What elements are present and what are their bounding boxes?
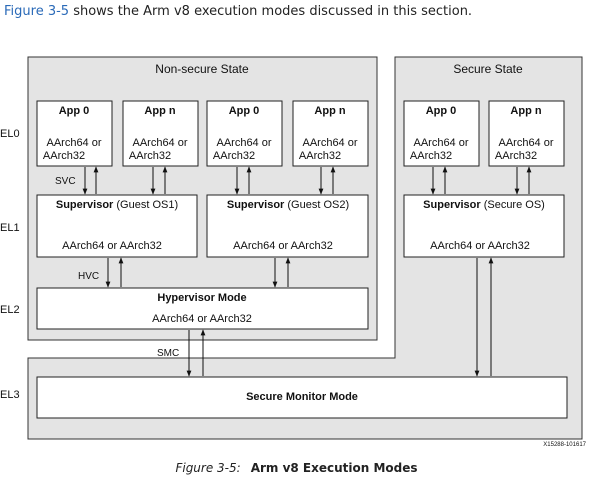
- hypervisor-mode-box: Hypervisor Mode AArch64 or AArch32: [36, 287, 369, 330]
- app-box: App 0 AArch64 or AArch32: [206, 100, 283, 167]
- hvc-label: HVC: [78, 271, 99, 282]
- smc-label: SMC: [157, 348, 179, 359]
- supervisor-arch: AArch64 or AArch32: [430, 240, 530, 252]
- supervisor-box-guest-os1: Supervisor (Guest OS1) AArch64 or AArch3…: [36, 194, 198, 258]
- secure-state-label: Secure State: [453, 62, 523, 76]
- figure-reference-link[interactable]: Figure 3-5: [4, 4, 70, 19]
- supervisor-title: Supervisor (Guest OS2): [227, 199, 349, 211]
- app-supervisor-arrows: [82, 166, 532, 195]
- level-label-el0: EL0: [0, 128, 20, 140]
- hypervisor-title: Hypervisor Mode: [157, 292, 246, 304]
- svc-label: SVC: [55, 176, 76, 187]
- app-arch-line2: AArch32: [129, 150, 171, 162]
- intro-sentence: Figure 3-5 shows the Arm v8 execution mo…: [4, 4, 472, 19]
- app-title: App 0: [59, 105, 90, 117]
- app-arch-line1: AArch64 or: [302, 137, 357, 149]
- app-title: App n: [144, 105, 175, 117]
- app-arch-line1: AArch64 or: [216, 137, 271, 149]
- hypervisor-arch: AArch64 or AArch32: [152, 313, 252, 325]
- figure-caption: Figure 3-5: Arm v8 Execution Modes: [0, 461, 593, 475]
- non-secure-state-region: [27, 56, 378, 341]
- level-label-el3: EL3: [0, 389, 20, 401]
- app-title: App n: [510, 105, 541, 117]
- app-box: App n AArch64 or AArch32: [488, 100, 565, 167]
- hypervisor-monitor-arrows: [186, 329, 206, 377]
- supervisor-arch: AArch64 or AArch32: [62, 240, 162, 252]
- app-box: App 0 AArch64 or AArch32: [403, 100, 480, 167]
- secure-monitor-title: Secure Monitor Mode: [246, 391, 358, 403]
- app-arch-line2: AArch32: [43, 150, 85, 162]
- caption-title: Arm v8 Execution Modes: [250, 461, 418, 475]
- app-arch-line2: AArch32: [213, 150, 255, 162]
- level-label-el2: EL2: [0, 304, 20, 316]
- app-arch-line1: AArch64 or: [413, 137, 468, 149]
- supervisor-title: Supervisor (Guest OS1): [56, 199, 178, 211]
- supervisor-box-guest-os2: Supervisor (Guest OS2) AArch64 or AArch3…: [206, 194, 369, 258]
- secure-supervisor-monitor-arrows: [474, 257, 494, 377]
- app-arch-line2: AArch32: [410, 150, 452, 162]
- app-title: App n: [314, 105, 345, 117]
- caption-figure-label: Figure 3-5:: [175, 461, 241, 475]
- supervisor-title: Supervisor (Secure OS): [423, 199, 545, 211]
- app-box: App n AArch64 or AArch32: [292, 100, 369, 167]
- app-arch-line1: AArch64 or: [46, 137, 101, 149]
- app-title: App 0: [426, 105, 457, 117]
- intro-text: shows the Arm v8 execution modes discuss…: [69, 4, 473, 19]
- non-secure-state-label: Non-secure State: [155, 62, 249, 76]
- app-title: App 0: [229, 105, 260, 117]
- app-arch-line2: AArch32: [299, 150, 341, 162]
- app-arch-line1: AArch64 or: [498, 137, 553, 149]
- secure-monitor-mode-box: Secure Monitor Mode: [36, 376, 568, 419]
- supervisor-box-secure-os: Supervisor (Secure OS) AArch64 or AArch3…: [403, 194, 565, 258]
- app-arch-line1: AArch64 or: [132, 137, 187, 149]
- supervisor-arch: AArch64 or AArch32: [233, 240, 333, 252]
- supervisor-hypervisor-arrows: [105, 257, 291, 288]
- app-arch-line2: AArch32: [495, 150, 537, 162]
- figure-id: X15288-101617: [543, 442, 586, 448]
- app-box: App 0 AArch64 or AArch32: [36, 100, 113, 167]
- level-label-el1: EL1: [0, 222, 20, 234]
- app-box: App n AArch64 or AArch32: [122, 100, 199, 167]
